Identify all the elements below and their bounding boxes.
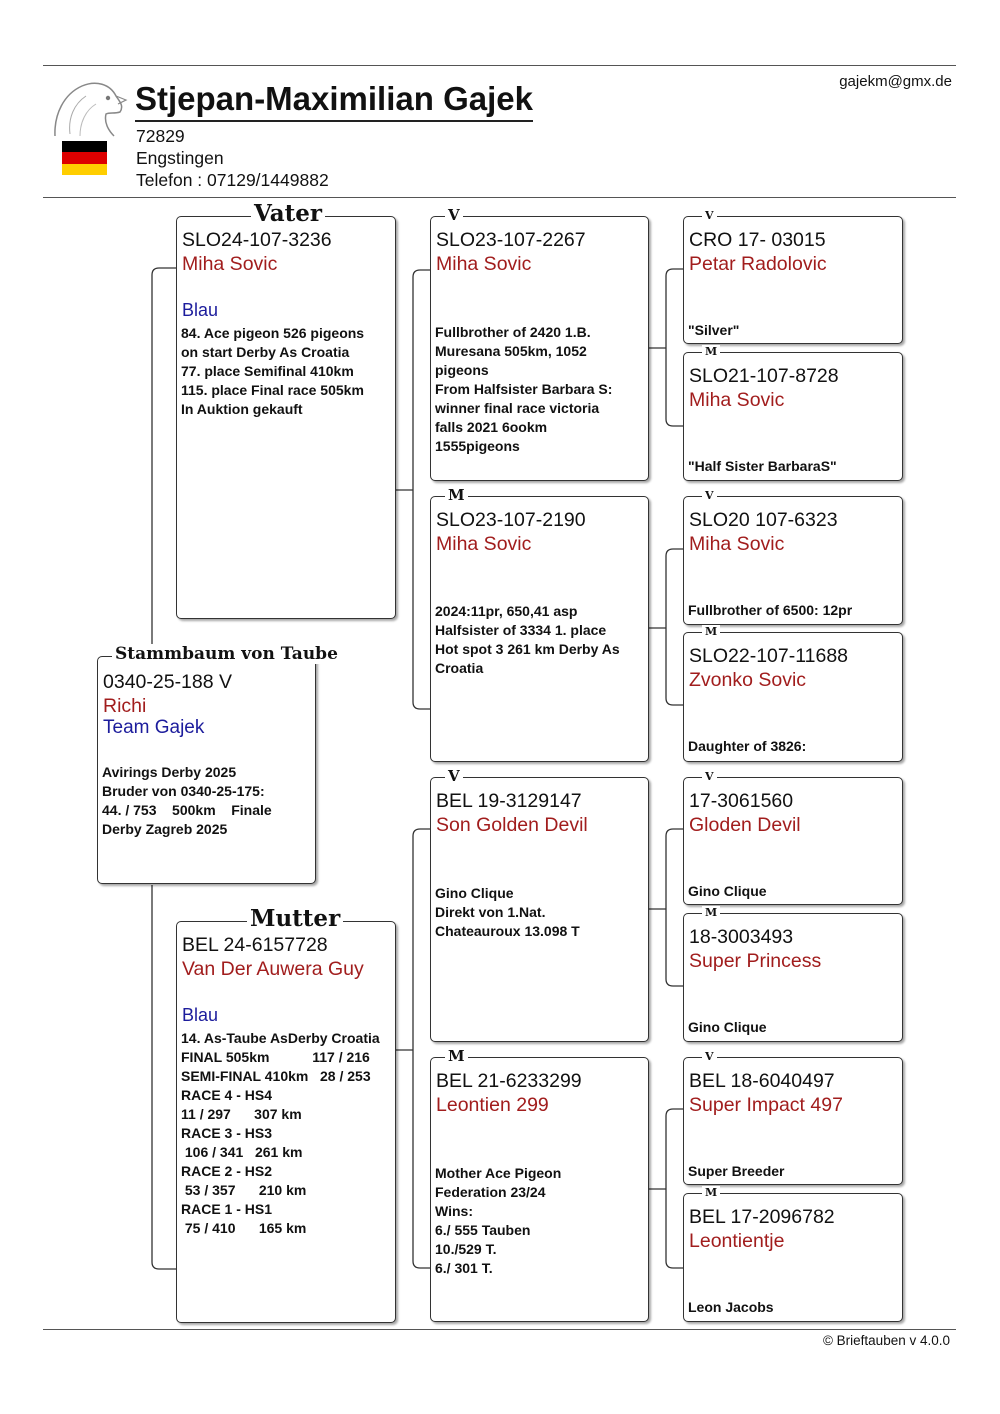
father-breeder: Miha Sovic — [182, 253, 278, 275]
grandparent-card[interactable]: M BEL 21-6233299 Leontien 299 Mother Ace… — [430, 1047, 649, 1322]
mother-notes: 14. As-Taube AsDerby Croatia FINAL 505km… — [181, 1030, 380, 1236]
great-grandparent-breeder: Miha Sovic — [689, 389, 785, 411]
pigeon-logo-icon — [50, 74, 130, 144]
great-grandparent-ring: SLO22-107-11688 — [689, 645, 849, 667]
copyright-text: © Brieftauben v 4.0.0 — [822, 1333, 950, 1348]
great-grandparent-card[interactable]: V CRO 17- 03015 Petar Radolovic "Silver" — [683, 209, 903, 344]
great-grandparent-sex-label: M — [702, 1186, 721, 1199]
great-grandparent-ring: SLO20 107-6323 — [689, 509, 838, 531]
owner-email[interactable]: gajekm@gmx.de — [839, 73, 952, 90]
grandparent-sex-label: M — [445, 486, 468, 504]
grandparent-sex-label: V — [445, 767, 463, 785]
great-grandparent-breeder: Super Impact 497 — [689, 1094, 843, 1116]
grandparent-breeder: Leontien 299 — [436, 1094, 549, 1116]
grandparent-sex-label: V — [445, 206, 463, 224]
subject-owner: Team Gajek — [103, 717, 205, 738]
great-grandparent-breeder: Super Princess — [689, 950, 822, 972]
mother-color: Blau — [182, 1005, 219, 1025]
grandparent-notes: Mother Ace Pigeon Federation 23/24 Wins:… — [435, 1165, 562, 1276]
great-grandparent-ring: 17-3061560 — [689, 790, 794, 812]
great-grandparent-notes: Gino Clique — [688, 1019, 767, 1035]
grandparent-ring: SLO23-107-2267 — [436, 229, 586, 251]
great-grandparent-sex-label: M — [702, 906, 721, 919]
great-grandparent-sex-label: V — [702, 1050, 717, 1063]
subject-card[interactable]: Stammbaum von Taube 0340-25-188 V Richi … — [97, 644, 341, 884]
great-grandparent-card[interactable]: V 17-3061560 Gloden Devil Gino Clique — [683, 770, 903, 905]
owner-zip: 72829 — [136, 126, 185, 146]
great-grandparent-ring: BEL 18-6040497 — [689, 1070, 835, 1092]
header-rule — [43, 197, 956, 198]
great-grandparent-notes: Gino Clique — [688, 883, 767, 899]
top-rule — [43, 65, 956, 66]
mother-breeder: Van Der Auwera Guy — [182, 958, 364, 980]
owner-city: Engstingen — [136, 148, 224, 168]
father-card[interactable]: Vater SLO24-107-3236 Miha Sovic Blau 84.… — [176, 200, 396, 619]
great-grandparent-notes: Super Breeder — [688, 1163, 785, 1179]
subject-notes: Avirings Derby 2025 Bruder von 0340-25-1… — [102, 764, 272, 837]
subject-name: Richi — [103, 695, 147, 717]
great-grandparent-notes: Fullbrother of 6500: 12pr — [688, 602, 853, 618]
great-grandparent-card[interactable]: M BEL 17-2096782 Leontientje Leon Jacobs — [683, 1186, 903, 1322]
great-grandparent-sex-label: V — [702, 209, 717, 222]
great-grandparent-card[interactable]: M SLO21-107-8728 Miha Sovic "Half Sister… — [683, 345, 903, 481]
mother-ring: BEL 24-6157728 — [182, 934, 328, 956]
great-grandparent-sex-label: V — [702, 489, 717, 502]
grandparent-notes: Gino Clique Direkt von 1.Nat. Chateaurou… — [435, 885, 580, 939]
flag-stripe-gold — [62, 163, 107, 175]
great-grandparent-ring: CRO 17- 03015 — [689, 229, 826, 251]
great-grandparent-ring: BEL 17-2096782 — [689, 1206, 835, 1228]
great-grandparent-ring: 18-3003493 — [689, 926, 794, 948]
footer-rule — [43, 1329, 956, 1330]
grandparent-breeder: Son Golden Devil — [436, 814, 588, 836]
grandparent-notes: 2024:11pr, 650,41 asp Halfsister of 3334… — [435, 603, 620, 676]
great-grandparent-card[interactable]: V SLO20 107-6323 Miha Sovic Fullbrother … — [683, 489, 903, 625]
father-ring: SLO24-107-3236 — [182, 229, 332, 251]
grandparent-breeder: Miha Sovic — [436, 253, 532, 275]
subject-ring: 0340-25-188 V — [103, 671, 233, 693]
great-grandparent-card[interactable]: M SLO22-107-11688 Zvonko Sovic Daughter … — [683, 625, 903, 762]
great-grandparent-card[interactable]: M 18-3003493 Super Princess Gino Clique — [683, 906, 903, 1042]
great-grandparent-breeder: Miha Sovic — [689, 533, 785, 555]
father-notes: 84. Ace pigeon 526 pigeons on start Derb… — [181, 325, 365, 417]
grandparent-notes: Fullbrother of 2420 1.B. Muresana 505km,… — [435, 324, 613, 454]
great-grandparent-sex-label: M — [702, 345, 721, 358]
grandparent-ring: BEL 19-3129147 — [436, 790, 582, 812]
father-label: Vater — [251, 200, 326, 227]
grandparent-ring: SLO23-107-2190 — [436, 509, 586, 531]
father-color: Blau — [182, 300, 219, 320]
great-grandparent-ring: SLO21-107-8728 — [689, 365, 839, 387]
great-grandparent-sex-label: M — [702, 625, 721, 638]
great-grandparent-breeder: Gloden Devil — [689, 814, 801, 836]
owner-phone: Telefon : 07129/1449882 — [136, 170, 329, 190]
great-grandparent-notes: Leon Jacobs — [688, 1299, 774, 1315]
grandparent-card[interactable]: M SLO23-107-2190 Miha Sovic 2024:11pr, 6… — [430, 486, 649, 762]
grandparent-breeder: Miha Sovic — [436, 533, 532, 555]
mother-label: Mutter — [247, 905, 344, 932]
grandparent-ring: BEL 21-6233299 — [436, 1070, 582, 1092]
great-grandparent-notes: Daughter of 3826: — [688, 738, 807, 754]
flag-stripe-black — [62, 141, 107, 153]
flag-stripe-red — [62, 152, 107, 164]
subject-label: Stammbaum von Taube — [112, 644, 341, 664]
great-grandparent-notes: "Silver" — [688, 322, 740, 338]
great-grandparent-card[interactable]: V BEL 18-6040497 Super Impact 497 Super … — [683, 1050, 903, 1185]
grandparent-card[interactable]: V BEL 19-3129147 Son Golden Devil Gino C… — [430, 767, 649, 1042]
germany-flag-icon — [62, 141, 107, 175]
mother-card[interactable]: Mutter BEL 24-6157728 Van Der Auwera Guy… — [176, 905, 396, 1323]
great-grandparent-sex-label: V — [702, 770, 717, 783]
great-grandparent-breeder: Petar Radolovic — [689, 253, 827, 275]
great-grandparent-breeder: Zvonko Sovic — [689, 669, 807, 691]
grandparent-card[interactable]: V SLO23-107-2267 Miha Sovic Fullbrother … — [430, 206, 649, 481]
grandparent-sex-label: M — [445, 1047, 468, 1065]
owner-name: Stjepan-Maximilian Gajek — [135, 80, 533, 122]
great-grandparent-breeder: Leontientje — [689, 1230, 785, 1252]
great-grandparent-notes: "Half Sister BarbaraS" — [688, 458, 837, 474]
